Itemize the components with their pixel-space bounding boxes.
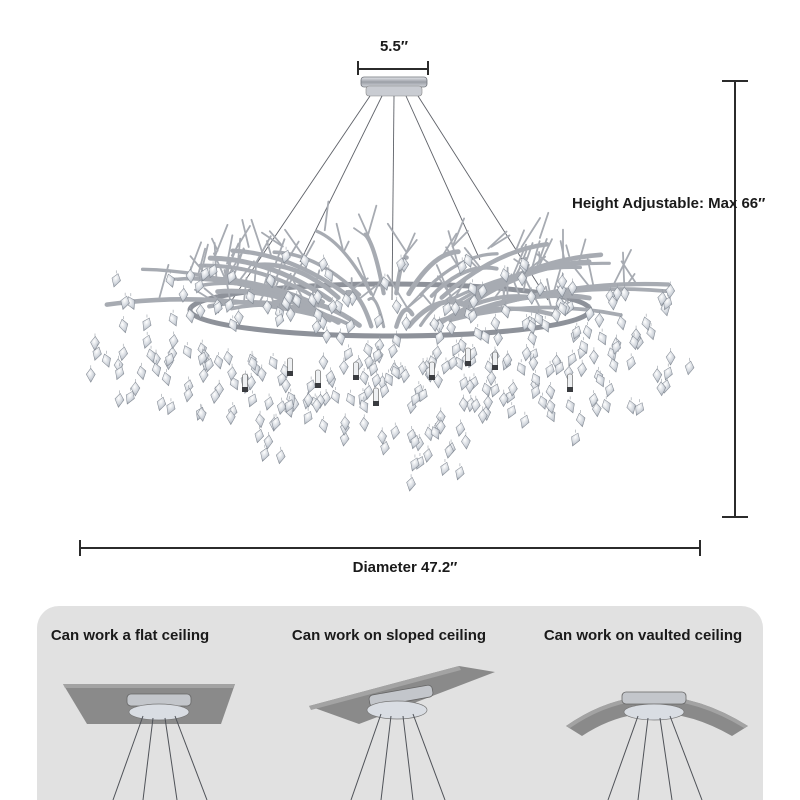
canopy-width-label: 5.5″ [379,38,409,55]
sloped-ceiling-caption: Can work on sloped ceiling [291,627,487,644]
chandelier-illustration [85,76,695,492]
ceiling-canopy [360,76,428,97]
height-line [734,80,736,518]
vaulted-ceiling-illustration [566,691,748,800]
candle-bulbs [242,347,573,406]
crystal-drops [85,246,695,492]
height-tick-bottom [722,516,748,518]
height-tick-top [722,80,748,82]
diameter-tick-right [699,540,701,556]
canopy-width-tick-right [427,61,429,75]
flat-ceiling-caption: Can work a flat ceiling [50,627,210,644]
diameter-label: Diameter 47.2″ [352,559,458,576]
vaulted-ceiling-caption: Can work on vaulted ceiling [543,627,743,644]
flat-ceiling-illustration [63,684,235,800]
branch-frame [104,200,671,339]
diameter-tick-left [79,540,81,556]
diameter-line [80,547,701,549]
height-label: Height Adjustable: Max 66″ [572,195,766,212]
canopy-width-tick-left [357,61,359,75]
canopy-vaulted [621,691,687,705]
canopy-width-line [357,68,429,70]
installation-panel: Can work a flat ceiling Can work on slop… [37,606,763,800]
sloped-ceiling-illustration [309,666,495,800]
